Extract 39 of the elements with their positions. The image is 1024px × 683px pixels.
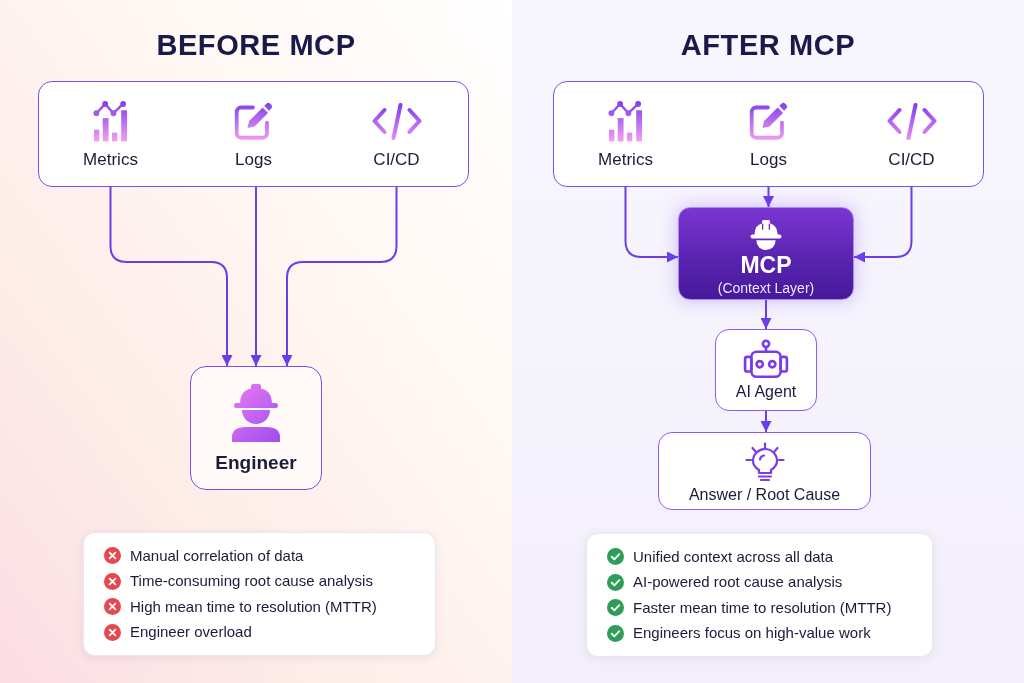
list-item-text: Engineers focus on high-value work (633, 624, 871, 643)
list-item-text: Time-consuming root cause analysis (130, 572, 373, 591)
panel-title: BEFORE MCP (156, 28, 356, 63)
box-title: Answer / Root Cause (688, 485, 841, 505)
source-label: CI/CD (888, 150, 935, 170)
context-layer-box (678, 207, 854, 300)
box-title: MCP (740, 252, 792, 278)
source-label: CI/CD (373, 150, 420, 170)
background-panel (0, 0, 512, 683)
benefits-card (586, 533, 933, 657)
arrow (760, 299, 772, 330)
source-label: Logs (750, 150, 787, 170)
list-item-text: AI-powered root cause analysis (633, 573, 843, 592)
source-group-box (38, 81, 469, 187)
drawbacks-card (83, 532, 436, 656)
list-item-text: Manual correlation of data (130, 546, 304, 565)
box-title: AI Agent (735, 382, 797, 402)
list-item-text: Engineer overload (130, 623, 252, 642)
arrow (853, 185, 913, 263)
box-subtitle: (Context Layer) (717, 280, 815, 297)
panel-title: AFTER MCP (680, 28, 856, 63)
list-item-text: High mean time to resolution (MTTR) (130, 597, 377, 616)
arrow (760, 410, 772, 433)
arrow (763, 185, 774, 208)
source-group-box (553, 81, 984, 187)
source-label: Logs (235, 150, 272, 170)
arrow (281, 185, 398, 367)
list-item-text: Unified context across all data (633, 547, 834, 566)
engineer-box (190, 366, 322, 490)
arrow (250, 185, 262, 367)
arrow (624, 185, 679, 263)
arrow (109, 185, 233, 367)
list-item-text: Faster mean time to resolution (MTTR) (633, 598, 892, 617)
agent-box (715, 329, 817, 411)
box-title: Engineer (215, 451, 297, 474)
background-panel (512, 0, 1024, 683)
source-label: Metrics (598, 150, 653, 170)
source-label: Metrics (83, 150, 138, 170)
result-box (658, 432, 871, 510)
